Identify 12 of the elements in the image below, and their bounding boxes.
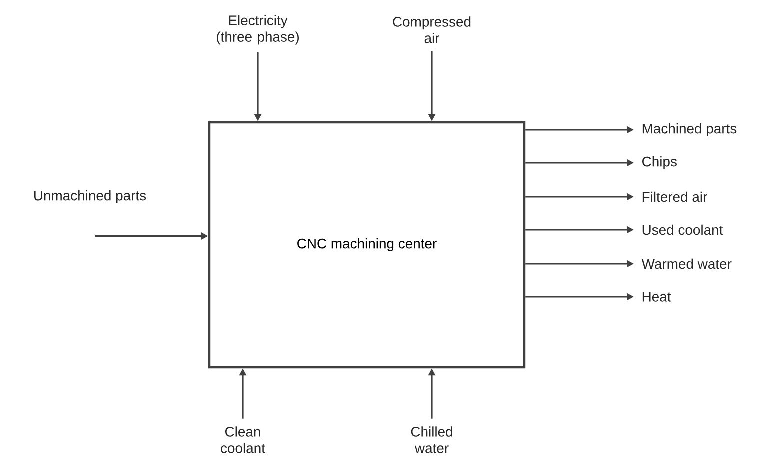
flow-label: Chips: [642, 156, 677, 170]
flow-label: Compressed air: [393, 16, 471, 44]
flow-label: Warmed water: [642, 258, 732, 270]
flow-label: Chilled water: [411, 426, 452, 454]
process-box: CNC machining center: [208, 121, 526, 369]
flow-label: Machined parts: [642, 124, 737, 136]
flow-label: Heat: [642, 292, 672, 302]
flow-label: Used coolant: [642, 224, 724, 236]
flow-label: Filtered air: [642, 192, 708, 202]
flow-label: Clean coolant: [221, 426, 266, 454]
flow-label: Electricity (three phase): [217, 15, 299, 45]
flow-label: Unmachined parts: [34, 190, 146, 204]
